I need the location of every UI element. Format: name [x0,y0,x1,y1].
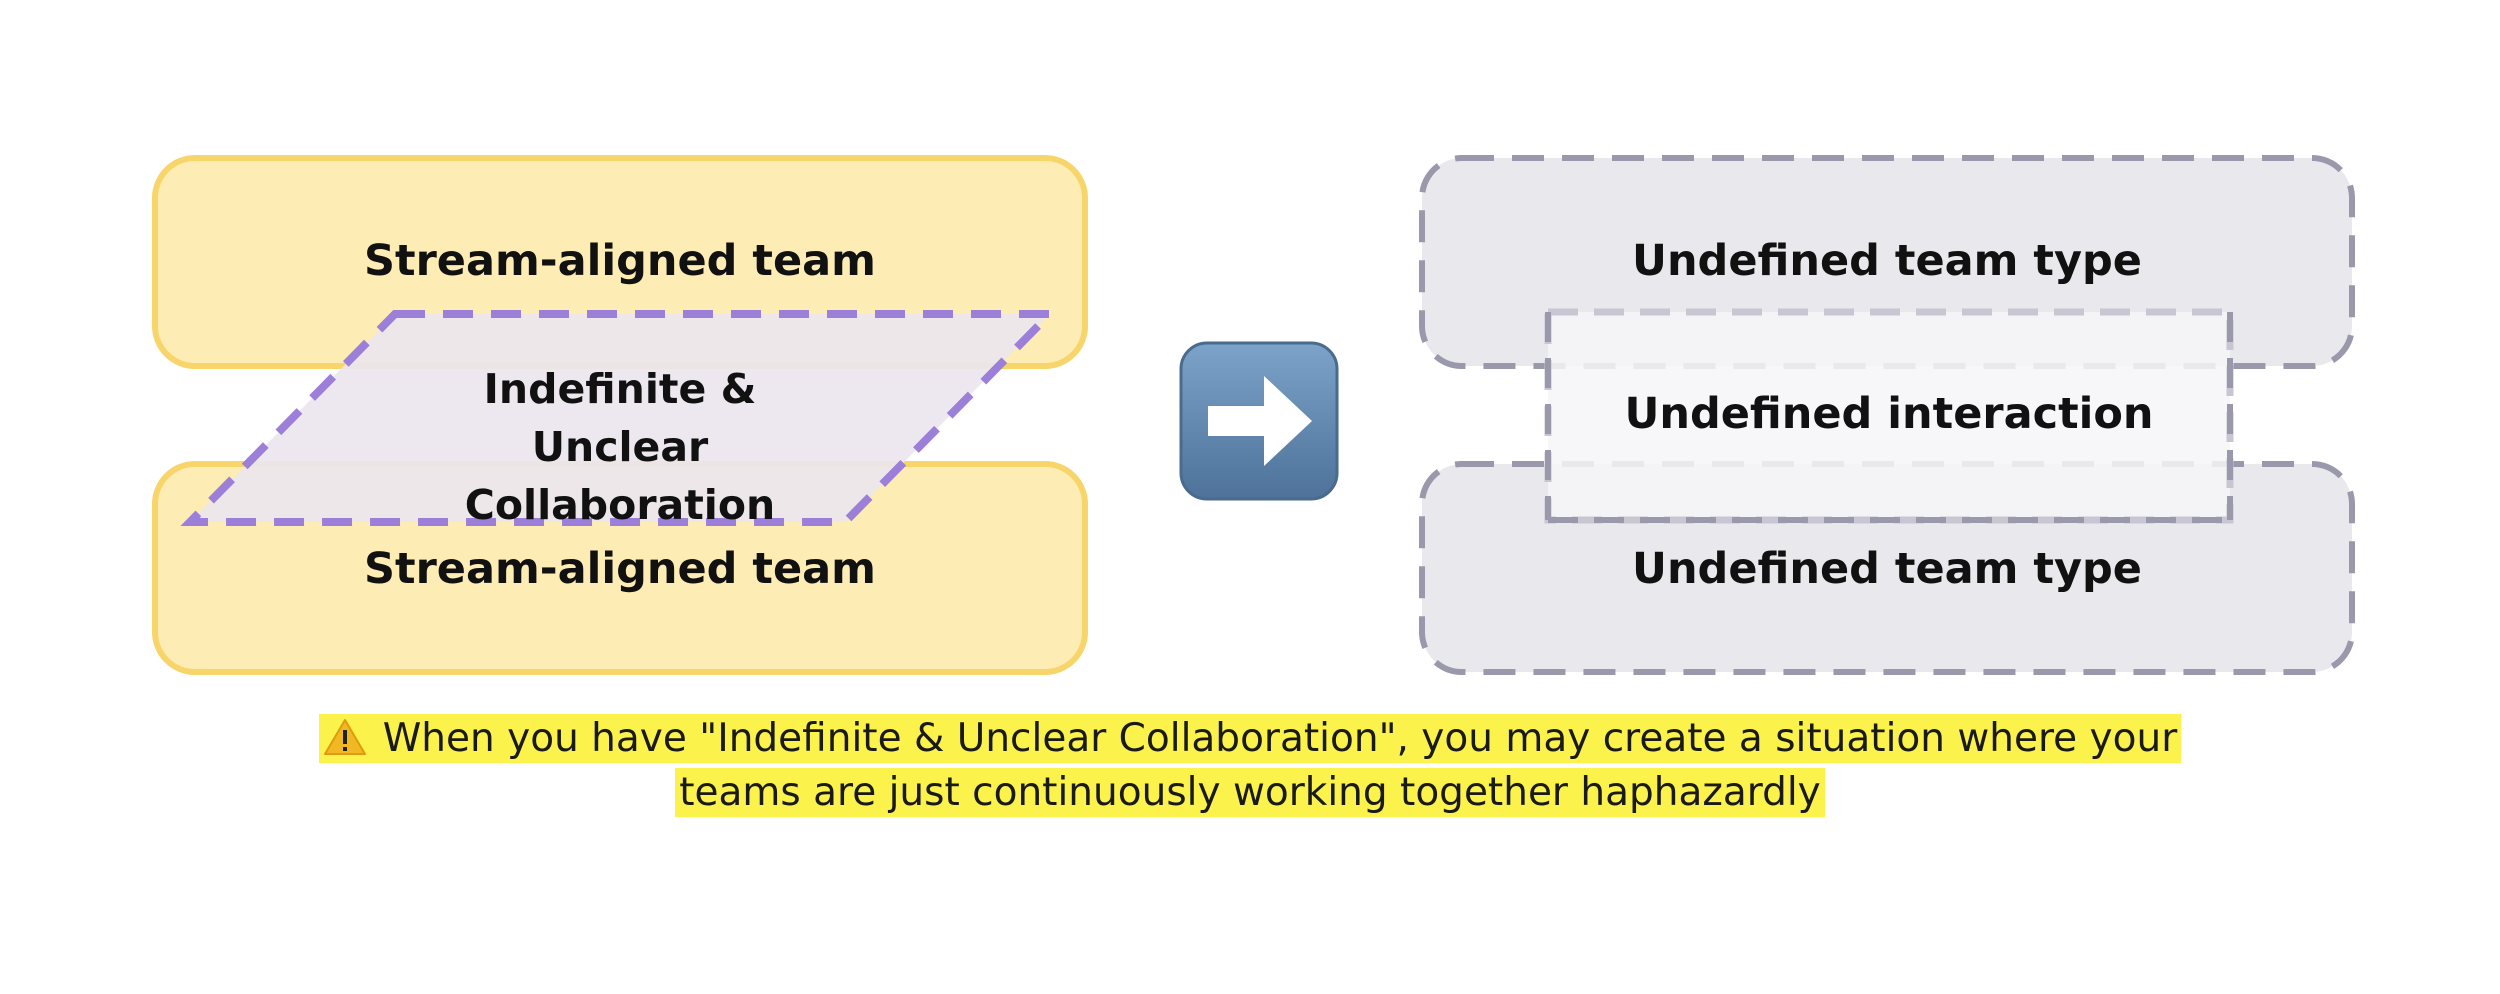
top-team-label: Stream-aligned team [364,236,876,286]
right-arrow-icon [1179,341,1339,501]
undefined-interaction-label: Undefined interaction [1624,389,2154,439]
top-undefined-team-label: Undefined team type [1632,236,2142,286]
warning-note: When you have "Indefinite & Unclear Coll… [300,712,2200,820]
warning-icon [323,719,366,755]
collaboration-label: Indefinite & Unclear Collaboration [464,365,776,529]
bottom-undefined-team-label: Undefined team type [1632,544,2142,594]
note-text: When you have "Indefinite & Unclear Coll… [382,716,2178,815]
collaboration-parallelogram [180,310,1060,526]
bottom-team-label: Stream-aligned team [364,544,876,594]
